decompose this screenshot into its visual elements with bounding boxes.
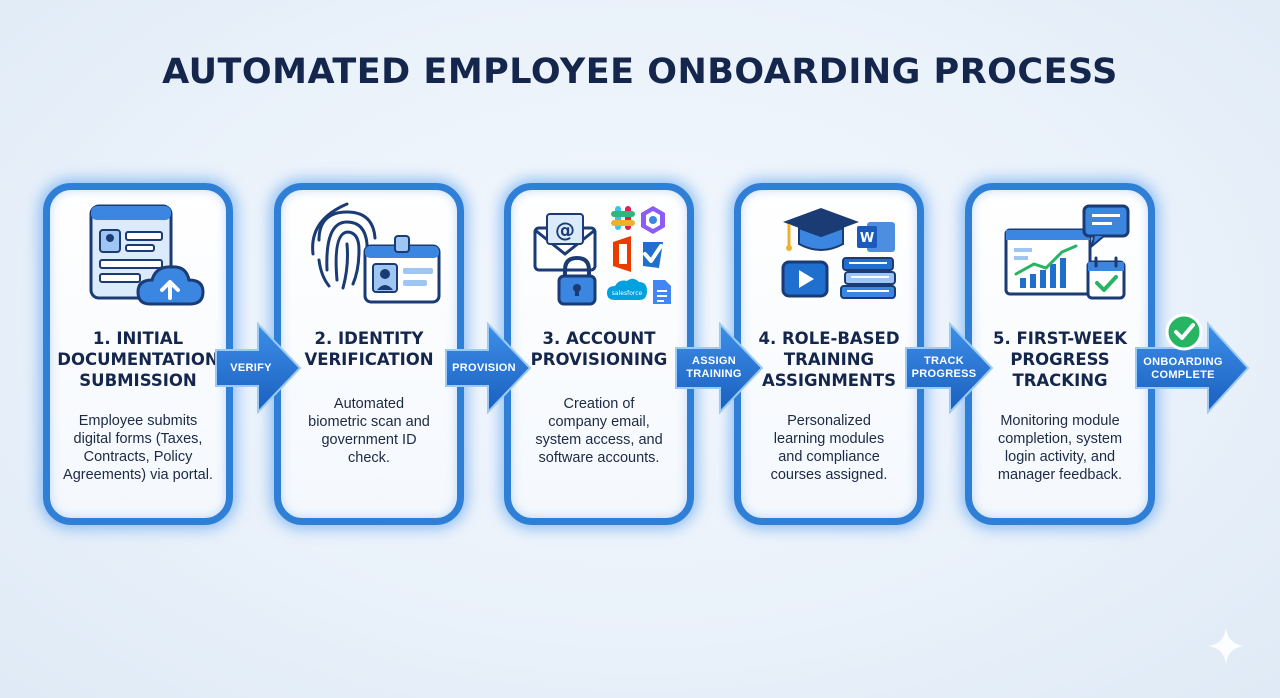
office-icon (613, 236, 631, 272)
calendar-check-icon (1086, 256, 1126, 300)
step-title: 3. ACCOUNT PROVISIONING (530, 329, 668, 369)
tracking-icon (1004, 204, 1130, 300)
arrow-provision: PROVISION (444, 322, 532, 414)
arrow-label: PROVISION (452, 362, 516, 374)
arrow-label: VERIFY (230, 362, 272, 374)
complete-check-icon (1165, 313, 1203, 351)
step-card-documentation: 1. INITIAL DOCUMENTATION SUBMISSION Empl… (43, 183, 233, 525)
svg-text:W: W (860, 231, 874, 246)
video-play-icon (781, 260, 829, 298)
step-card-training: W 4. ROLE-BASED TRAINING ASSIGNMENTS Per… (734, 183, 924, 525)
step-description: Automated biometric scan and government … (308, 396, 430, 466)
account-apps-icon: @ salesforce (533, 206, 671, 306)
copilot-icon (641, 206, 665, 234)
arrow-label: ONBOARDING COMPLETE (1143, 356, 1223, 381)
docs-icon (653, 280, 671, 304)
arrow-assign-training: ASSIGN TRAINING (674, 322, 764, 414)
arrow-shape (905, 322, 994, 414)
arrow-track-progress: TRACK PROGRESS (904, 322, 994, 414)
slack-icon (611, 206, 635, 230)
checkmark-app-icon (643, 242, 663, 268)
arrow-shape (1135, 313, 1250, 414)
word-icon: W (857, 222, 895, 252)
dashboard-chart-icon (1004, 228, 1092, 296)
arrow-shape (215, 322, 302, 414)
step-title: 5. FIRST-WEEK PROGRESS TRACKING (993, 329, 1127, 390)
arrow-shape (675, 322, 764, 414)
graduation-cap-icon (783, 208, 859, 251)
svg-text:@: @ (555, 218, 575, 242)
form-upload-icon (89, 204, 205, 306)
lock-icon (557, 255, 597, 306)
cloud-upload-icon (136, 265, 205, 306)
arrow-label: ASSIGN TRAINING (686, 355, 742, 380)
step-description: Employee submits digital forms (Taxes, C… (63, 413, 213, 483)
step-title: 1. INITIAL DOCUMENTATION SUBMISSION (57, 329, 219, 390)
training-icon: W (781, 208, 896, 299)
step-card-identity: 2. IDENTITY VERIFICATION Automated biome… (274, 183, 464, 525)
step-card-account: @ salesforce (504, 183, 694, 525)
step-title: 4. ROLE-BASED TRAINING ASSIGNMENTS (758, 329, 900, 390)
arrow-shape (445, 322, 532, 414)
arrow-verify: VERIFY (214, 322, 302, 414)
fingerprint-id-icon (311, 202, 441, 304)
page-title: AUTOMATED EMPLOYEE ONBOARDING PROCESS (162, 52, 1118, 92)
step-description: Monitoring module completion, system log… (997, 413, 1123, 483)
step-description: Creation of company email, system access… (535, 396, 663, 466)
books-icon (840, 257, 896, 299)
svg-text:salesforce: salesforce (612, 290, 643, 297)
arrow-label: TRACK PROGRESS (911, 355, 977, 380)
form-icon (89, 204, 173, 300)
arrow-onboarding-complete: ONBOARDING COMPLETE (1134, 312, 1250, 414)
fingerprint-icon (311, 202, 377, 290)
salesforce-icon: salesforce (607, 278, 647, 300)
step-description: Personalized learning modules and compli… (770, 413, 888, 483)
step-title: 2. IDENTITY VERIFICATION (304, 329, 434, 369)
id-badge-icon (363, 235, 441, 304)
sparkle-icon (1208, 628, 1244, 664)
chat-bubble-icon (1082, 204, 1130, 249)
